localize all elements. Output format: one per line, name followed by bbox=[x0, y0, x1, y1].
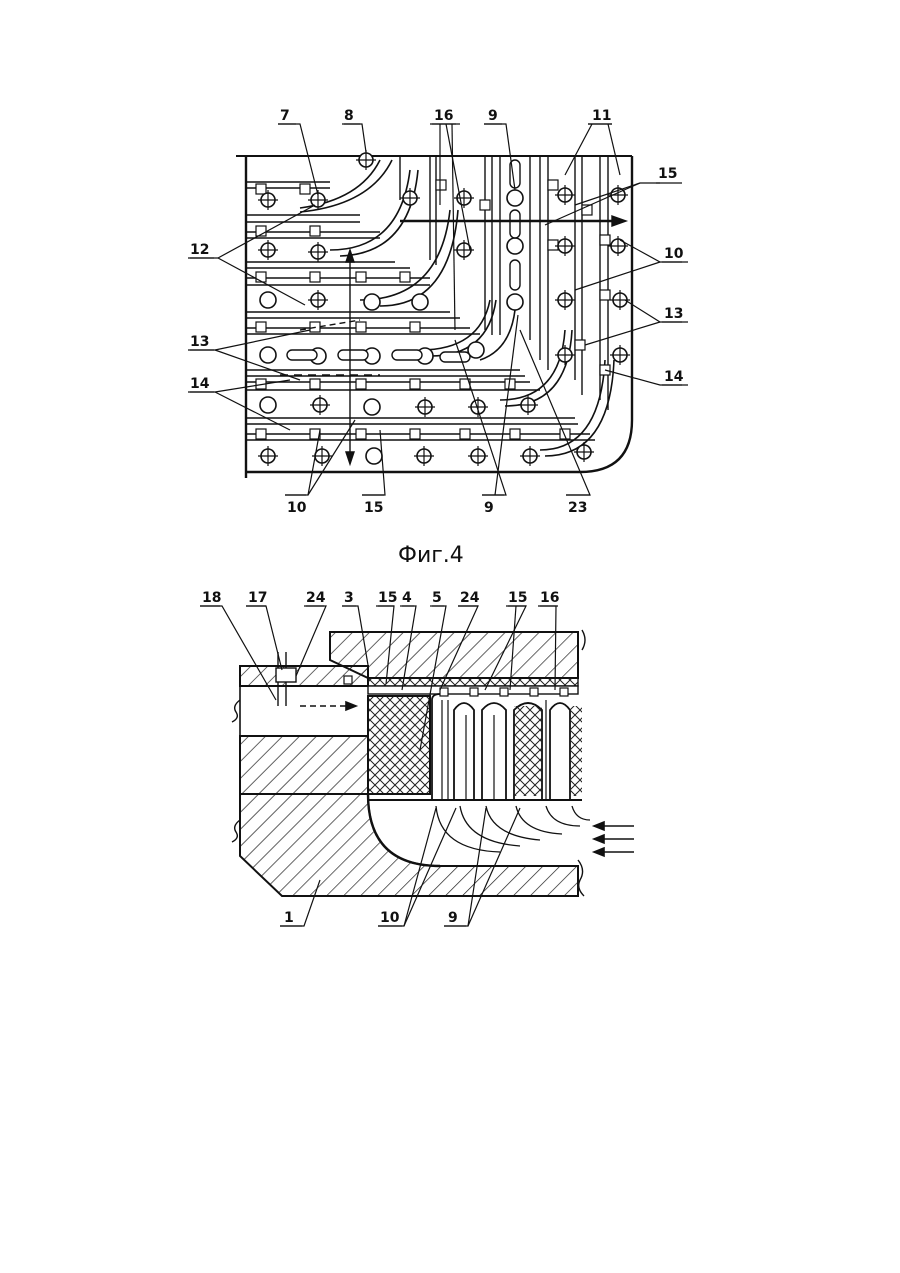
label-1: 1 bbox=[284, 910, 294, 926]
label-18: 18 bbox=[202, 590, 221, 606]
label-9: 9 bbox=[448, 910, 458, 926]
label-16: 16 bbox=[540, 590, 559, 606]
label-16-top: 16 bbox=[434, 108, 453, 124]
vertical-strips bbox=[400, 156, 608, 410]
label-14-right: 14 bbox=[664, 369, 684, 385]
figure-4-caption: Фиг.4 bbox=[398, 543, 464, 568]
label-4: 4 bbox=[402, 590, 412, 606]
label-9-bottom: 9 bbox=[484, 500, 494, 516]
label-10-bottom: 10 bbox=[287, 500, 307, 516]
bent-channels bbox=[300, 160, 614, 456]
label-9-top: 9 bbox=[488, 108, 498, 124]
label-10: 10 bbox=[380, 910, 400, 926]
label-3: 3 bbox=[344, 590, 354, 606]
label-23: 23 bbox=[568, 500, 587, 516]
label-15-right: 15 bbox=[508, 590, 527, 606]
label-13-right: 13 bbox=[664, 306, 683, 322]
figure-4-drawing: 7 8 16 9 11 15 12 10 13 13 14 14 10 15 9… bbox=[188, 108, 688, 568]
label-10-right: 10 bbox=[664, 246, 684, 262]
label-17: 17 bbox=[248, 590, 267, 606]
label-15-left: 15 bbox=[378, 590, 397, 606]
flow-curves bbox=[436, 806, 590, 852]
label-7: 7 bbox=[280, 108, 290, 124]
label-8: 8 bbox=[344, 108, 354, 124]
label-12: 12 bbox=[190, 242, 209, 258]
label-15-bottom: 15 bbox=[364, 500, 383, 516]
spacer-blocks bbox=[256, 180, 610, 439]
label-5: 5 bbox=[432, 590, 442, 606]
label-14-left: 14 bbox=[190, 376, 210, 392]
u-plates bbox=[432, 694, 570, 800]
label-24-left: 24 bbox=[306, 590, 326, 606]
flow-arrows bbox=[280, 216, 626, 464]
label-13-left: 13 bbox=[190, 334, 209, 350]
label-24-right: 24 bbox=[460, 590, 480, 606]
figure-5-drawing: 18 17 24 3 15 4 5 24 15 16 1 10 9 bbox=[200, 590, 634, 926]
label-15-right: 15 bbox=[658, 166, 677, 182]
label-11: 11 bbox=[592, 108, 611, 124]
